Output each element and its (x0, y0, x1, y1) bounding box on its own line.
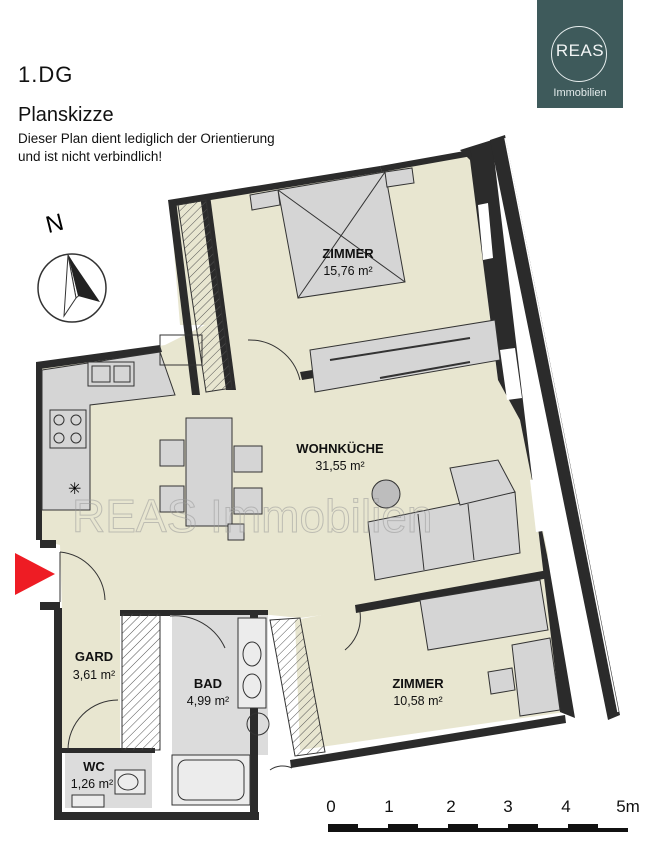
sofa (367, 459, 521, 581)
scale-label-3: 3 (503, 797, 512, 816)
room-name-bad: BAD (194, 676, 222, 691)
room-name-zimmer-1: ZIMMER (322, 246, 374, 261)
scale-label-5: 5m (616, 797, 640, 816)
svg-text:✳: ✳ (68, 481, 81, 498)
disclaimer-line-1: Dieser Plan dient lediglich der Orientie… (18, 131, 275, 146)
kitchen-counter: ✳ (41, 334, 203, 511)
watermark: REAS Immobilien (72, 490, 432, 542)
scale-bar: 0 1 2 3 4 5m (326, 797, 640, 832)
scale-label-1: 1 (384, 797, 393, 816)
room-name-gard: GARD (75, 649, 113, 664)
door-swings (59, 339, 361, 771)
compass-north-label: N (43, 209, 66, 239)
bed-zimmer-2 (419, 579, 561, 717)
logo-subtitle: Immobilien (553, 87, 607, 99)
logo-ring (551, 26, 607, 82)
room-name-wohnkueche: WOHNKÜCHE (296, 441, 384, 456)
reas-logo: REAS Immobilien (537, 0, 623, 108)
room-area-gard: 3,61 m² (73, 668, 115, 682)
plan-title: Planskizze (18, 104, 114, 126)
scale-label-0: 0 (326, 797, 335, 816)
room-area-zimmer-2: 10,58 m² (393, 694, 442, 708)
bathroom-fixtures (71, 617, 270, 808)
room-area-wc: 1,26 m² (71, 777, 113, 791)
floor-label: 1.DG (18, 62, 74, 87)
dining-table (159, 417, 263, 541)
scale-label-2: 2 (446, 797, 455, 816)
walls (36, 150, 566, 820)
room-name-zimmer-2: ZIMMER (392, 676, 444, 691)
room-area-wohnkueche: 31,55 m² (315, 459, 364, 473)
wardrobes (121, 199, 326, 757)
room-area-bad: 4,99 m² (187, 694, 229, 708)
scale-label-4: 4 (561, 797, 570, 816)
disclaimer-line-2: und ist nicht verbindlich! (18, 149, 163, 164)
room-name-wc: WC (83, 759, 105, 774)
room-area-zimmer-1: 15,76 m² (323, 264, 372, 278)
north-arrow-icon (37, 253, 107, 323)
bed-zimmer-1 (249, 167, 415, 299)
logo-name: REAS (555, 41, 605, 60)
entrance-arrow-icon (15, 553, 55, 595)
wardrobe-zimmer-1 (309, 319, 501, 393)
